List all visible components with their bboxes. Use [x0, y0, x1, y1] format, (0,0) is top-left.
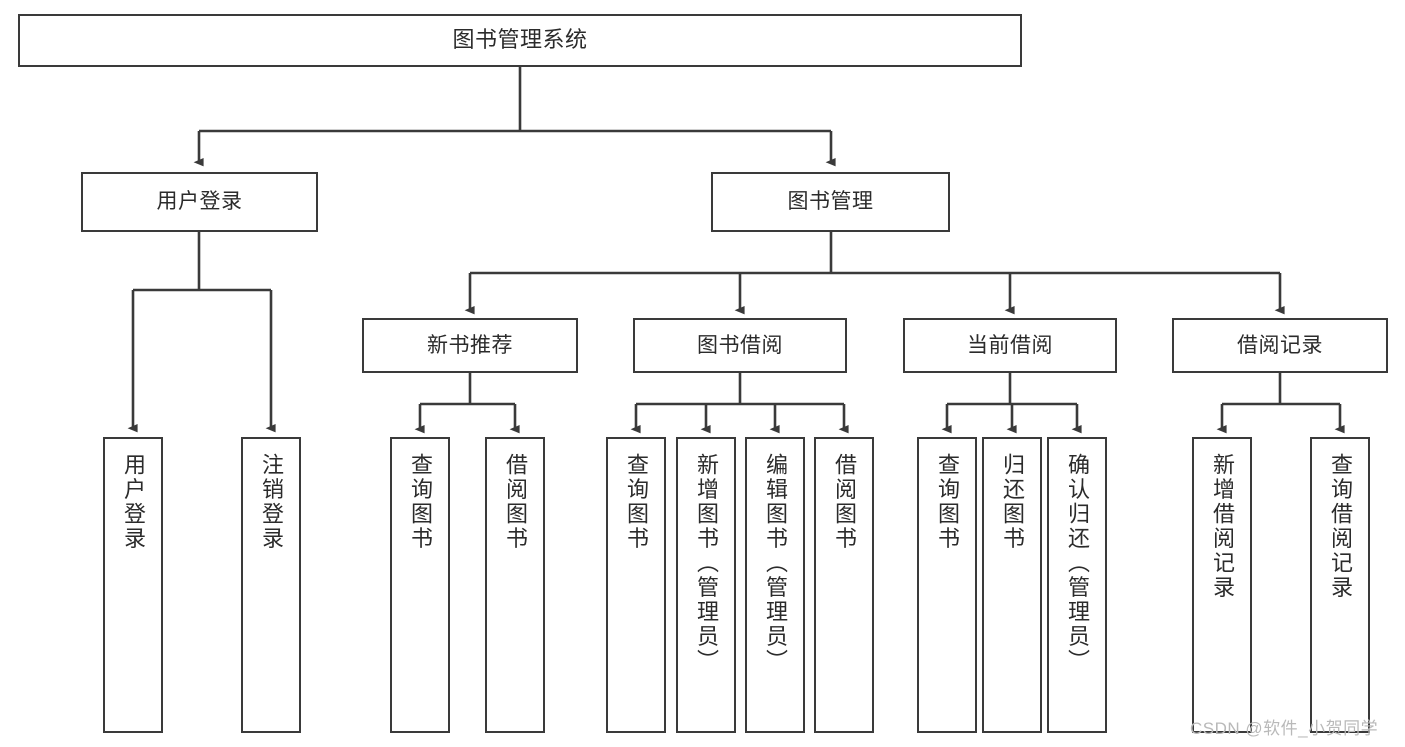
node-label: 查询图书: [408, 453, 433, 551]
node-label: 归还图书: [1000, 453, 1025, 551]
leaf-query-book-recommend[interactable]: 查询图书: [390, 437, 450, 733]
leaf-borrow-book[interactable]: 借阅图书: [814, 437, 874, 733]
csdn-watermark: CSDN @软件_小贺同学: [1190, 719, 1379, 738]
node-label: 编辑图书（管理员）: [763, 453, 788, 674]
node-label: 新增图书（管理员）: [694, 453, 719, 674]
node-label: 图书借阅: [697, 333, 783, 357]
node-label: 新增借阅记录: [1210, 453, 1235, 600]
node-label: 用户登录: [156, 190, 243, 214]
leaf-add-borrow-record[interactable]: 新增借阅记录: [1192, 437, 1252, 733]
node-label: 查询图书: [935, 453, 960, 551]
leaf-edit-book-admin[interactable]: 编辑图书（管理员）: [745, 437, 805, 733]
leaf-query-borrow-record[interactable]: 查询借阅记录: [1310, 437, 1370, 733]
node-label: 图书管理: [787, 190, 874, 214]
leaf-confirm-return-admin[interactable]: 确认归还（管理员）: [1047, 437, 1107, 733]
node-label: 当前借阅: [967, 333, 1053, 357]
node-label: 确认归还（管理员）: [1065, 453, 1090, 674]
node-root-system[interactable]: 图书管理系统: [18, 14, 1022, 67]
node-label: 注销登录: [259, 453, 284, 551]
node-borrow-record[interactable]: 借阅记录: [1172, 318, 1388, 373]
node-new-book-recommend[interactable]: 新书推荐: [362, 318, 578, 373]
node-label: 借阅记录: [1237, 333, 1323, 357]
node-label: 用户登录: [121, 453, 146, 551]
node-label: 借阅图书: [832, 453, 857, 551]
leaf-query-book-current[interactable]: 查询图书: [917, 437, 977, 733]
node-label: 借阅图书: [503, 453, 528, 551]
leaf-borrow-book-recommend[interactable]: 借阅图书: [485, 437, 545, 733]
node-label: 图书管理系统: [452, 27, 588, 53]
leaf-user-login[interactable]: 用户登录: [103, 437, 163, 733]
node-label: 新书推荐: [427, 333, 513, 357]
leaf-add-book-admin[interactable]: 新增图书（管理员）: [676, 437, 736, 733]
leaf-query-book-borrow[interactable]: 查询图书: [606, 437, 666, 733]
leaf-return-book[interactable]: 归还图书: [982, 437, 1042, 733]
node-label: 查询图书: [624, 453, 649, 551]
node-book-management[interactable]: 图书管理: [711, 172, 950, 232]
leaf-logout[interactable]: 注销登录: [241, 437, 301, 733]
node-label: 查询借阅记录: [1328, 453, 1353, 600]
node-user-login[interactable]: 用户登录: [81, 172, 318, 232]
node-book-borrow[interactable]: 图书借阅: [633, 318, 847, 373]
node-current-borrow[interactable]: 当前借阅: [903, 318, 1117, 373]
